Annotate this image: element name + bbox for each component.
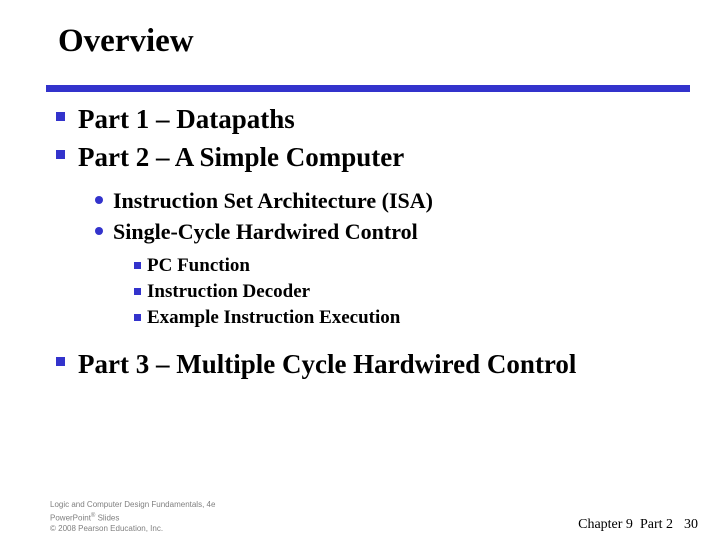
credit-product-name: PowerPoint — [50, 513, 91, 523]
round-bullet-icon — [95, 196, 103, 204]
square-bullet-icon — [134, 314, 141, 321]
list-item-label: Part 3 – Multiple Cycle Hardwired Contro… — [78, 349, 577, 379]
list-item-label: PC Function — [147, 255, 250, 276]
square-bullet-icon — [134, 288, 141, 295]
list-item: Part 2 – A Simple Computer — [0, 138, 720, 176]
list-item: Instruction Decoder — [0, 279, 720, 305]
spacer — [0, 176, 720, 185]
page-title: Overview — [58, 23, 194, 59]
credit-line-title: Logic and Computer Design Fundamentals, … — [50, 500, 216, 509]
square-bullet-icon — [134, 262, 141, 269]
list-item-label: Example Instruction Execution — [147, 307, 401, 328]
list-item-label: Instruction Decoder — [147, 281, 311, 302]
list-item: Part 1 – Datapaths — [0, 100, 720, 138]
registered-mark-icon: ® — [90, 512, 96, 519]
footer-page-number: 30 — [684, 517, 698, 532]
square-bullet-icon — [56, 150, 65, 159]
title-divider-rule — [46, 85, 690, 92]
copyright-footer: Logic and Computer Design Fundamentals, … — [50, 500, 215, 534]
list-item-label: Part 1 – Datapaths — [78, 104, 295, 134]
spacer — [0, 331, 720, 345]
list-item-label: Part 2 – A Simple Computer — [78, 142, 405, 172]
list-item-label: Instruction Set Architecture (ISA) — [113, 188, 433, 213]
footer-chapter: Chapter 9 — [578, 517, 633, 532]
list-item: PC Function — [0, 253, 720, 279]
round-bullet-icon — [95, 227, 103, 235]
square-bullet-icon — [56, 357, 65, 366]
list-item-label: Single-Cycle Hardwired Control — [113, 219, 418, 244]
credit-product-suffix: Slides — [95, 513, 120, 523]
square-bullet-icon — [56, 112, 65, 121]
list-item: Single-Cycle Hardwired Control — [0, 216, 720, 247]
credit-line-copyright: © 2008 Pearson Education, Inc. — [50, 523, 164, 533]
footer-part: Part 2 — [639, 517, 673, 532]
slide-body: Part 1 – Datapaths Part 2 – A Simple Com… — [0, 100, 720, 383]
credit-line-product: PowerPoint® Slides — [50, 511, 215, 524]
list-item: Example Instruction Execution — [0, 305, 720, 331]
list-item: Part 3 – Multiple Cycle Hardwired Contro… — [0, 345, 720, 383]
slide-number-footer: Chapter 9 Part 2 30 — [578, 516, 698, 533]
list-item: Instruction Set Architecture (ISA) — [0, 185, 720, 216]
